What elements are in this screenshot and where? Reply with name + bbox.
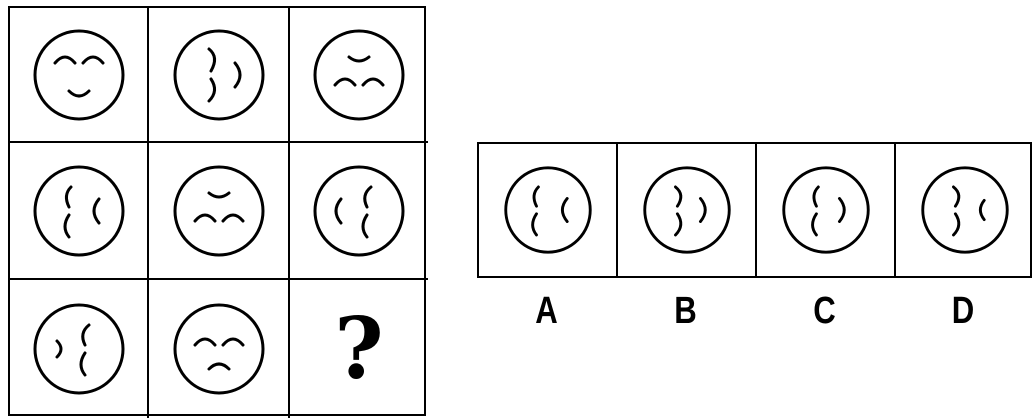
option-d[interactable] [896,144,1032,276]
grid-cell-8 [149,280,290,418]
face-frown-arcs-icon [169,161,269,261]
grid-cell-4 [10,143,149,280]
option-label-c[interactable]: C [768,290,882,333]
face-left-curves-icon [29,161,129,261]
face-option-d-icon [917,162,1013,258]
grid-cell-6 [290,143,428,280]
option-label-a[interactable]: A [490,290,604,333]
face-frown-arcs-icon [309,25,409,125]
grid-cell-9: ? [290,280,428,418]
face-sad-arcs-icon [169,299,269,399]
puzzle-grid: ? [8,6,426,416]
option-c[interactable] [757,144,896,276]
face-left-curves-icon [309,161,409,261]
option-labels: A B C D [477,290,1032,333]
option-label-d[interactable]: D [906,290,1019,333]
option-label-b[interactable]: B [629,290,743,333]
option-b[interactable] [618,144,757,276]
face-option-a-icon [500,162,596,258]
grid-cell-7 [10,280,149,418]
face-mixed-curves-icon [29,299,129,399]
answer-options [477,142,1032,278]
grid-cell-5 [149,143,290,280]
grid-cell-3 [290,8,428,143]
face-right-curves-icon [169,25,269,125]
question-mark: ? [334,307,383,391]
face-smile-arcs-icon [29,25,129,125]
option-a[interactable] [479,144,618,276]
grid-cell-1 [10,8,149,143]
grid-cell-2 [149,8,290,143]
face-option-b-icon [639,162,735,258]
face-option-c-icon [778,162,874,258]
